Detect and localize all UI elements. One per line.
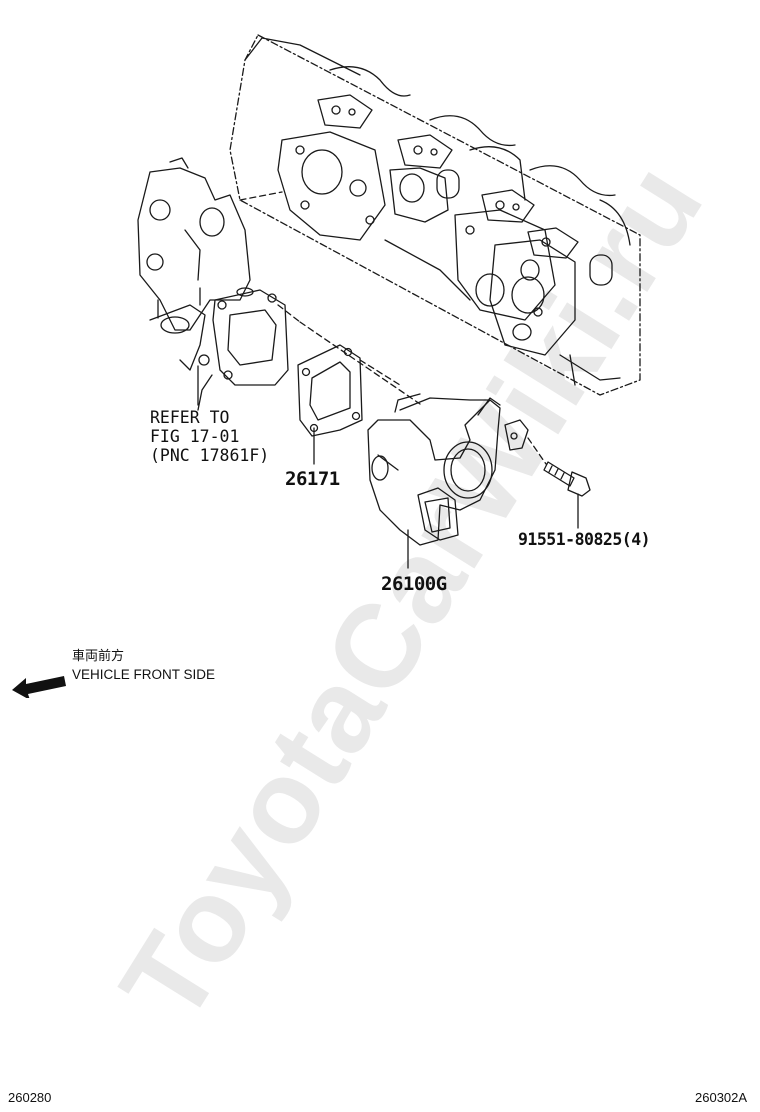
vehicle-front-arrow-icon [12,676,66,698]
egr-valve-drawing [137,157,289,411]
refer-note-line3: (PNC 17861F) [150,446,270,465]
diagram-code-left: 260280 [8,1090,52,1105]
vehicle-front-english-label: VEHICLE FRONT SIDE [72,667,216,682]
gasket-drawing [297,344,363,437]
refer-note-line2: FIG 17-01 [150,427,240,446]
part-number-gasket[interactable]: 26171 [285,468,340,490]
cylinder-head-drawing [229,34,641,396]
diagram-code-right: 260302A [695,1090,748,1105]
alignment-lines [239,191,547,465]
part-number-throttle-body[interactable]: 26100G [381,573,447,595]
bolt-drawing [543,461,591,497]
refer-to-note: REFER TO FIG 17-01 (PNC 17861F) [150,408,269,465]
leader-lines [197,365,579,569]
throttle-body-drawing [367,393,529,546]
vehicle-front-japanese-label: 車両前方 [72,649,125,664]
refer-note-line1: REFER TO [150,408,230,427]
part-number-bolt[interactable]: 91551-80825(4) [518,530,651,549]
